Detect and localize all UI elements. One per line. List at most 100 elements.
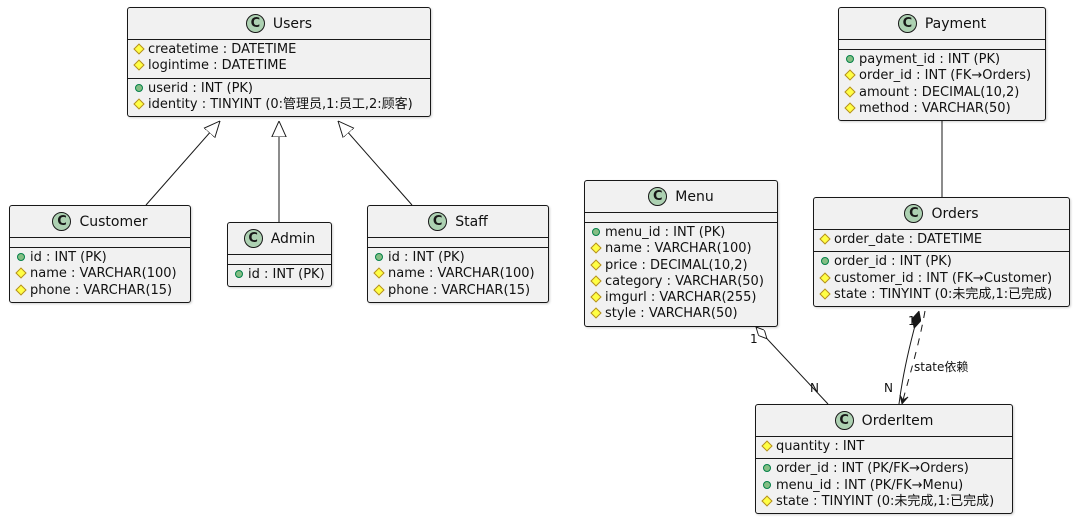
attribute-row: menu_id : INT (PK/FK→Menu) — [762, 478, 1006, 494]
attribute-text: name : VARCHAR(100) — [30, 266, 177, 282]
attribute-row: amount : DECIMAL(10,2) — [843, 84, 1039, 101]
attribute-text: style : VARCHAR(50) — [605, 306, 738, 322]
attribute-text: phone : VARCHAR(15) — [388, 282, 531, 298]
class-stereotype-icon: C — [243, 229, 263, 248]
attribute-row: payment_id : INT (PK) — [845, 52, 1039, 68]
attribute-text: price : DECIMAL(10,2) — [605, 257, 748, 273]
attribute-row: name : VARCHAR(100) — [589, 241, 771, 257]
attribute-text: method : VARCHAR(50) — [859, 100, 1011, 116]
attribute-text: id : INT (PK) — [248, 267, 325, 282]
attribute-text: state : TINYINT (0:未完成,1:已完成) — [834, 286, 1053, 302]
class-stereotype-icon: C — [904, 204, 924, 223]
attribute-text: logintime : DATETIME — [148, 58, 287, 74]
attribute-text: state : TINYINT (0:未完成,1:已完成) — [776, 493, 995, 509]
public-visibility-icon — [374, 250, 383, 266]
orders-methods: order_id : INT (PK)customer_id : INT (FK… — [814, 251, 1069, 306]
attribute-row: identity : TINYINT (0:管理员,1:员工,2:顾客) — [132, 97, 424, 113]
protected-visibility-icon — [818, 287, 831, 303]
protected-visibility-icon — [843, 101, 856, 117]
attribute-row: id : INT (PK) — [234, 267, 325, 283]
attribute-row: order_date : DATETIME — [818, 232, 1063, 248]
staff-fields — [368, 237, 548, 247]
multiplicity-label: 1 — [908, 314, 916, 328]
attribute-row: customer_id : INT (FK→Customer) — [818, 270, 1063, 287]
attribute-row: price : DECIMAL(10,2) — [589, 257, 771, 274]
public-visibility-icon — [134, 81, 143, 97]
attribute-row: logintime : DATETIME — [132, 58, 424, 74]
class-box-orders[interactable]: C Orders order_date : DATETIME order_id : I… — [813, 197, 1070, 308]
class-header: C Orders — [814, 198, 1069, 229]
protected-visibility-icon — [818, 232, 831, 248]
public-visibility-icon — [16, 250, 25, 266]
attribute-text: menu_id : INT (PK/FK→Menu) — [776, 477, 964, 493]
class-stereotype-icon: C — [52, 212, 72, 231]
class-header: C Payment — [839, 8, 1045, 39]
class-stereotype-icon: C — [648, 187, 668, 206]
attribute-row: phone : VARCHAR(15) — [372, 282, 542, 299]
protected-visibility-icon — [843, 85, 856, 101]
admin-methods: id : INT (PK) — [228, 264, 331, 286]
class-stereotype-icon: C — [245, 14, 265, 33]
attribute-text: imgurl : VARCHAR(255) — [605, 290, 757, 306]
class-box-menu[interactable]: C Menu menu_id : INT (PK)name : VARCHAR(10… — [584, 180, 778, 327]
protected-visibility-icon — [132, 58, 145, 74]
attribute-row: name : VARCHAR(100) — [14, 266, 184, 282]
relation-orders-orderitem-dep — [902, 310, 926, 404]
protected-visibility-icon — [132, 42, 145, 58]
menu-fields — [585, 212, 777, 222]
attribute-text: order_id : INT (FK→Orders) — [859, 68, 1032, 84]
attribute-text: amount : DECIMAL(10,2) — [859, 84, 1020, 100]
protected-visibility-icon — [372, 283, 385, 299]
class-name: Admin — [270, 230, 316, 247]
attribute-text: name : VARCHAR(100) — [388, 266, 535, 282]
class-box-payment[interactable]: C Payment payment_id : INT (PK)order_id : … — [838, 7, 1046, 122]
protected-visibility-icon — [589, 290, 602, 306]
class-header: C Users — [128, 8, 430, 39]
attribute-text: name : VARCHAR(100) — [605, 241, 752, 257]
class-stereotype-icon: C — [834, 411, 854, 430]
protected-visibility-icon — [760, 494, 773, 510]
public-visibility-icon — [762, 461, 771, 477]
class-name: Payment — [924, 15, 987, 32]
class-name: Menu — [675, 188, 714, 205]
attribute-text: id : INT (PK) — [30, 250, 107, 265]
attribute-text: payment_id : INT (PK) — [859, 52, 1001, 67]
attribute-row: name : VARCHAR(100) — [372, 266, 542, 282]
class-name: Users — [272, 15, 313, 32]
attribute-text: menu_id : INT (PK) — [605, 225, 726, 240]
attribute-row: order_id : INT (PK) — [820, 254, 1063, 270]
relation-users-staff — [338, 121, 413, 206]
orders-fields: order_date : DATETIME — [814, 229, 1069, 251]
class-stereotype-icon: C — [428, 212, 448, 231]
attribute-row: state : TINYINT (0:未完成,1:已完成) — [760, 493, 1006, 510]
attribute-row: style : VARCHAR(50) — [589, 306, 771, 322]
orderitem-methods: order_id : INT (PK/FK→Orders)menu_id : I… — [756, 458, 1012, 513]
attribute-row: imgurl : VARCHAR(255) — [589, 290, 771, 306]
public-visibility-icon — [591, 225, 600, 241]
attribute-row: id : INT (PK) — [16, 250, 184, 266]
multiplicity-label: 1 — [750, 332, 758, 346]
attribute-row: phone : VARCHAR(15) — [14, 283, 184, 299]
attribute-row: method : VARCHAR(50) — [843, 100, 1039, 117]
protected-visibility-icon — [818, 271, 831, 287]
class-stereotype-icon: C — [897, 14, 917, 33]
class-name: OrderItem — [861, 412, 934, 429]
public-visibility-icon — [762, 478, 771, 494]
protected-visibility-icon — [589, 258, 602, 274]
protected-visibility-icon — [132, 97, 145, 113]
protected-visibility-icon — [760, 439, 773, 455]
class-box-admin[interactable]: C Admin id : INT (PK) — [227, 222, 332, 288]
attribute-text: customer_id : INT (FK→Customer) — [834, 270, 1053, 286]
public-visibility-icon — [820, 254, 829, 270]
customer-fields — [10, 237, 190, 247]
attribute-row: state : TINYINT (0:未完成,1:已完成) — [818, 286, 1063, 303]
protected-visibility-icon — [372, 266, 385, 282]
class-name: Orders — [931, 205, 979, 222]
